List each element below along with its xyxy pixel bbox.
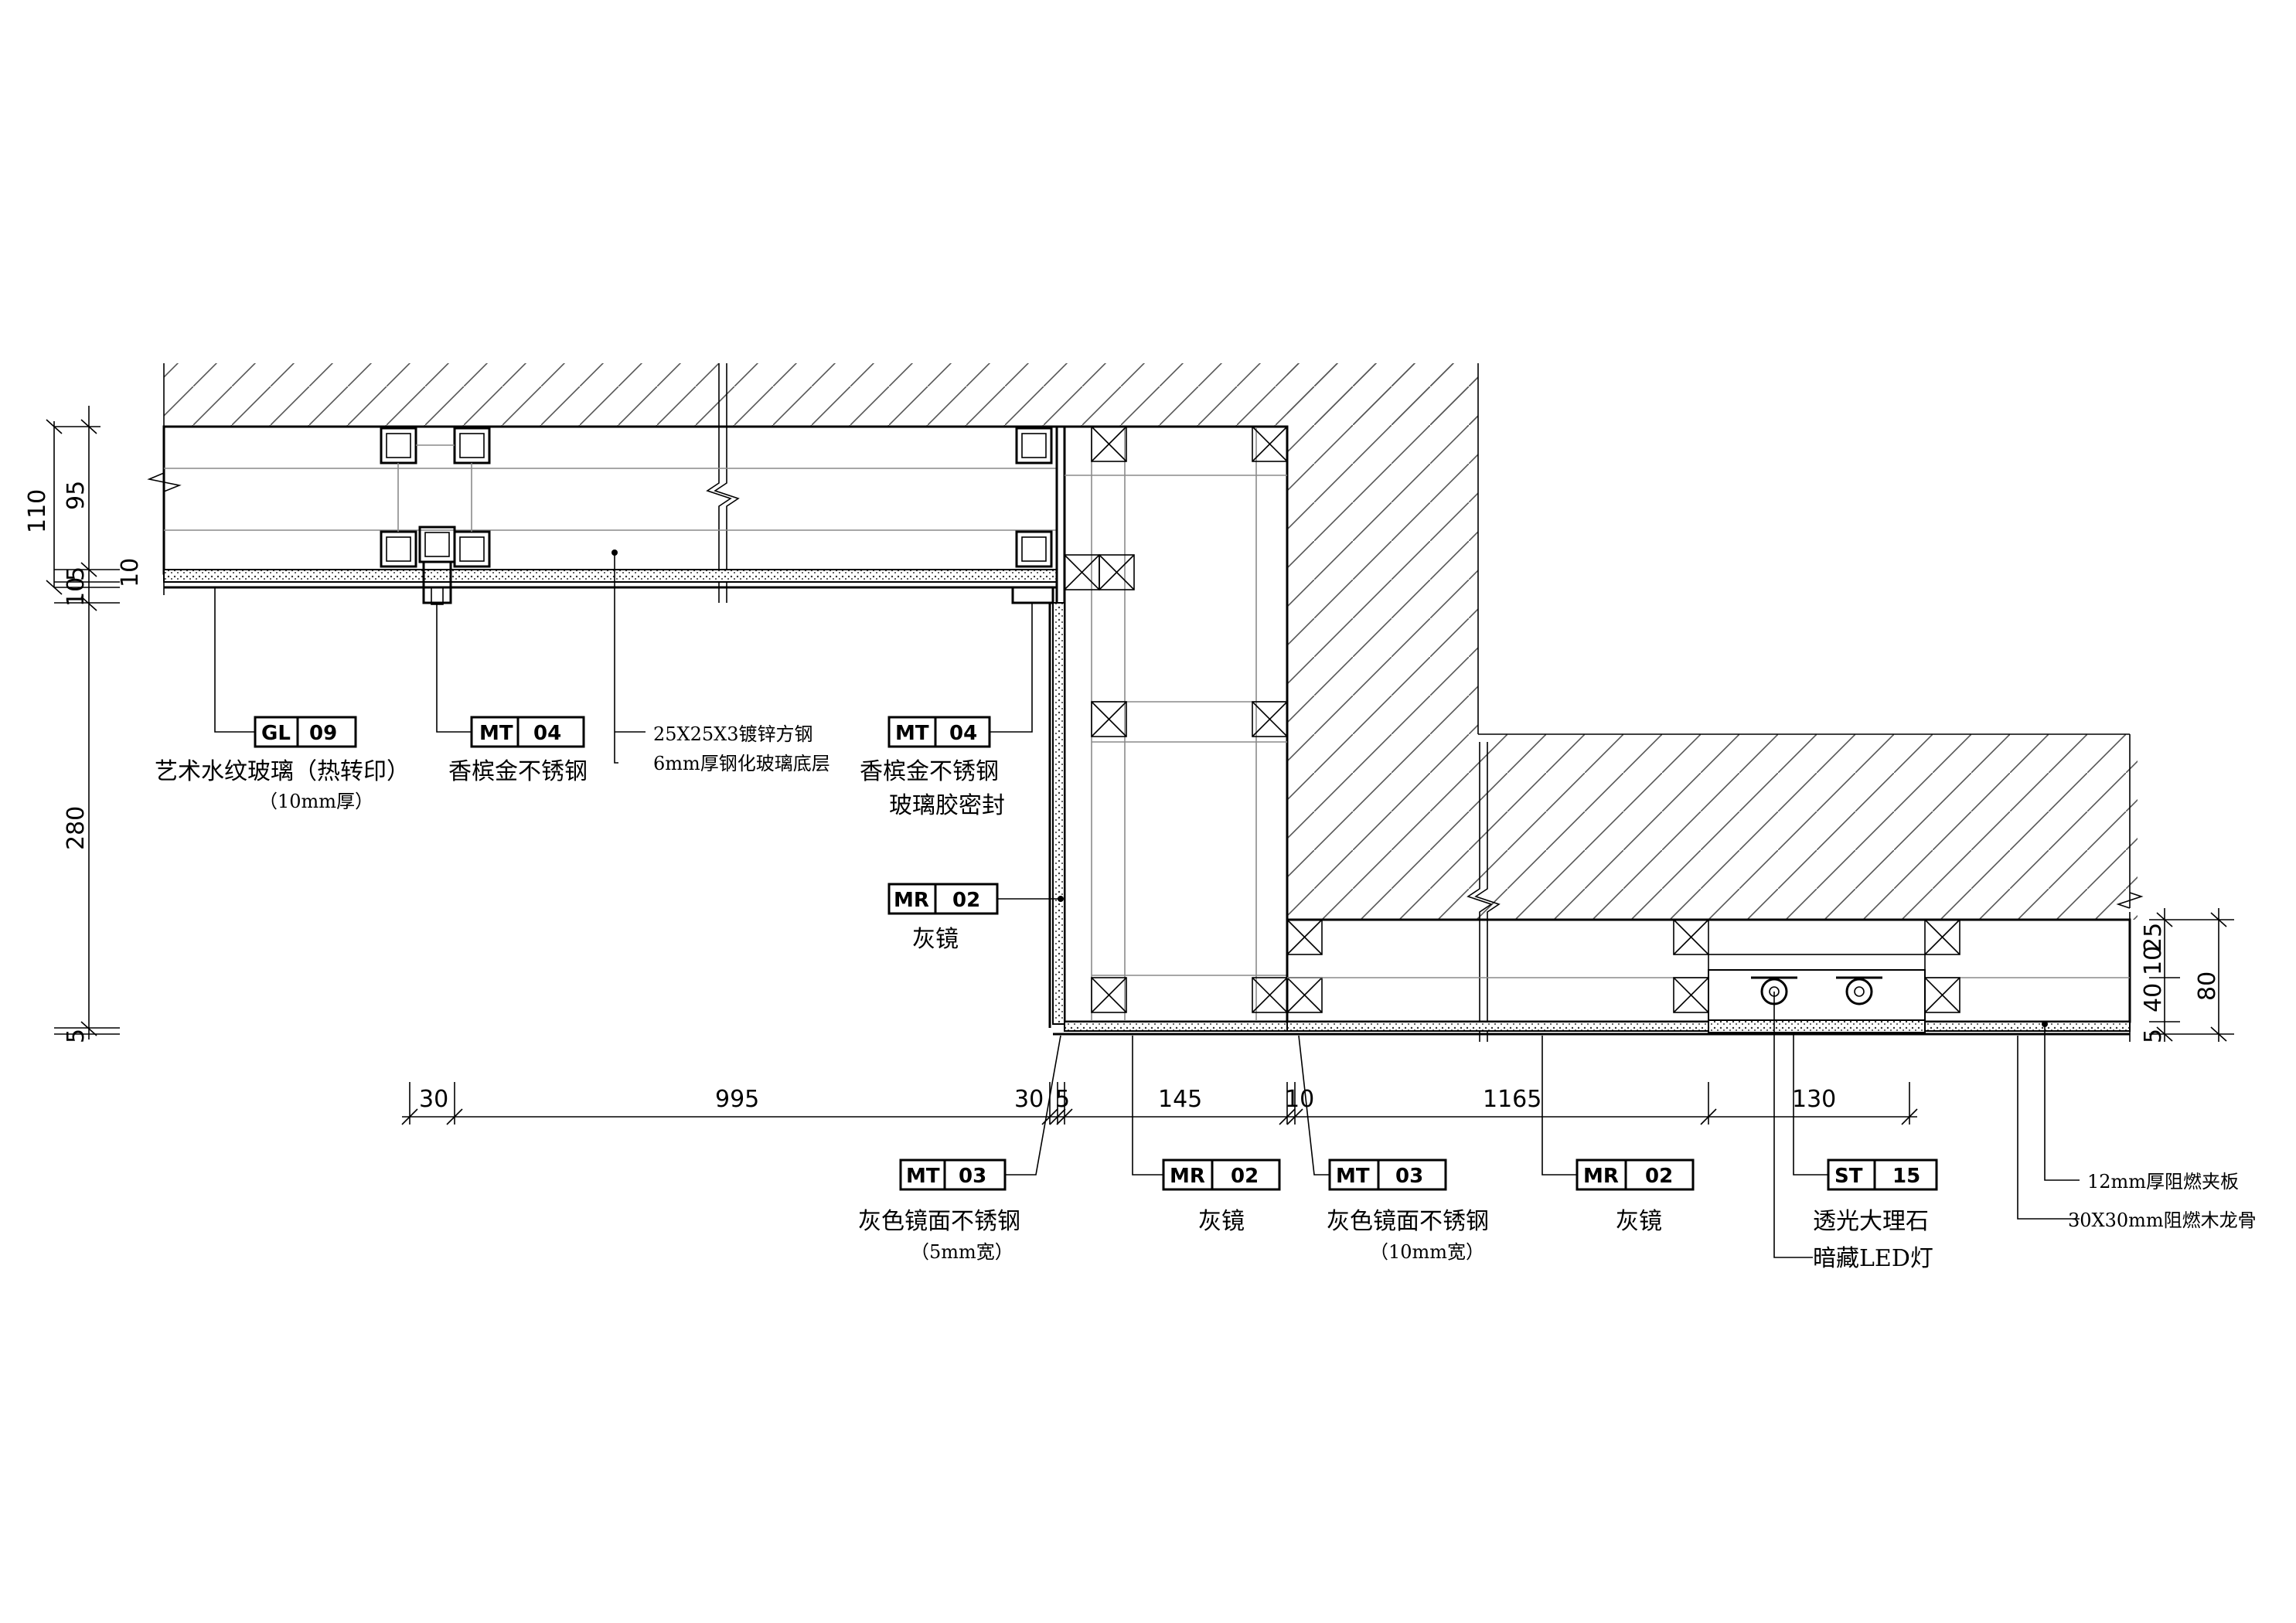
tag-num: 15 (1892, 1165, 1920, 1188)
upper-ceiling-run (162, 425, 1066, 606)
tag-code: MT (906, 1165, 940, 1188)
concrete-slab-hatch (164, 363, 2138, 920)
tag-num: 04 (533, 722, 561, 745)
tag-code: MT (895, 722, 929, 745)
dim-r80: 80 (2194, 971, 2221, 1001)
tag-code: MR (1583, 1165, 1619, 1188)
label-translucent-marble: 透光大理石 (1813, 1208, 1929, 1235)
right-vertical-dimension (2149, 908, 2234, 1042)
tag-num: 02 (952, 889, 980, 912)
dim-r40: 40 (2140, 983, 2167, 1012)
label-champagne-steel-a: 香槟金不锈钢 (448, 758, 588, 785)
label-10mm-width: （10mm宽） (1370, 1241, 1484, 1263)
label-steel-tube: 25X25X3镀锌方钢 (653, 723, 813, 745)
dim-h30b: 30 (1014, 1086, 1044, 1113)
label-art-glass: 艺术水纹玻璃（热转印） (155, 758, 410, 785)
tag-code: ST (1834, 1165, 1863, 1188)
dim-280: 280 (63, 806, 90, 850)
label-grey-mirror-b: 灰镜 (1198, 1208, 1245, 1235)
tag-num: 04 (949, 722, 977, 745)
label-art-glass-thickness: （10mm厚） (259, 791, 373, 812)
tag-st15: ST 15 (1827, 1159, 1938, 1191)
dim-h1165: 1165 (1483, 1086, 1541, 1113)
tag-mt03-b: MT 03 (1328, 1159, 1447, 1191)
label-glue-seal: 玻璃胶密封 (889, 792, 1005, 819)
tag-mt03-a: MT 03 (899, 1159, 1007, 1191)
left-vertical-dimension (46, 406, 120, 1039)
label-grey-mirror-c: 灰镜 (1616, 1208, 1662, 1235)
tag-num: 09 (309, 722, 337, 745)
tag-num: 03 (1395, 1165, 1423, 1188)
label-grey-mirror-steel-a: 灰色镜面不锈钢 (858, 1208, 1020, 1235)
tag-num: 02 (1645, 1165, 1673, 1188)
label-wood-keel: 30X30mm阻燃木龙骨 (2068, 1210, 2257, 1231)
dim-110: 110 (24, 489, 51, 533)
tag-code: MT (479, 722, 513, 745)
dim-h145: 145 (1158, 1086, 1202, 1113)
tag-code: MR (1170, 1165, 1205, 1188)
tag-num: 02 (1231, 1165, 1259, 1188)
dim-h995: 995 (715, 1086, 759, 1113)
dim-10a: 10 (63, 577, 90, 607)
dim-r10: 10 (2140, 946, 2167, 975)
label-champagne-steel-b: 香槟金不锈钢 (860, 758, 999, 785)
dim-r5: 5 (2140, 1029, 2167, 1043)
label-tempered-glass: 6mm厚钢化玻璃底层 (653, 753, 830, 774)
square-steel-tubes (380, 427, 1053, 568)
dim-h30a: 30 (419, 1086, 448, 1113)
dim-5b: 5 (63, 1029, 90, 1043)
dim-10b: 10 (117, 558, 144, 587)
label-fire-board: 12mm厚阻燃夹板 (2087, 1171, 2239, 1193)
label-5mm-width: （5mm宽） (911, 1241, 1013, 1263)
dim-5a: 5 (63, 567, 90, 581)
lower-ceiling-run (1286, 918, 2131, 1036)
tag-mt04-a: MT 04 (470, 716, 585, 748)
vertical-soffit-box (1048, 425, 1323, 1036)
leader-lines (214, 553, 2080, 1258)
horizontal-dimension-line (401, 1082, 1918, 1125)
dim-r25: 25 (2140, 923, 2167, 952)
dim-h5: 5 (1055, 1086, 1070, 1113)
tag-code: MR (894, 889, 929, 912)
dim-h130: 130 (1792, 1086, 1836, 1113)
tag-mr02-a: MR 02 (887, 883, 999, 915)
tag-num: 03 (959, 1165, 986, 1188)
label-grey-mirror-steel-b: 灰色镜面不锈钢 (1327, 1208, 1489, 1235)
tag-code: MT (1336, 1165, 1370, 1188)
label-grey-mirror-a: 灰镜 (912, 926, 959, 953)
dim-h10: 10 (1285, 1086, 1314, 1113)
tag-code: GL (261, 722, 291, 745)
tag-mr02-b: MR 02 (1162, 1159, 1281, 1191)
label-hidden-led: 暗藏LED灯 (1813, 1245, 1933, 1272)
tag-mt04-b: MT 04 (887, 716, 991, 748)
dim-95: 95 (63, 481, 90, 510)
tag-gl09: GL 09 (254, 716, 357, 748)
tag-mr02-c: MR 02 (1576, 1159, 1695, 1191)
